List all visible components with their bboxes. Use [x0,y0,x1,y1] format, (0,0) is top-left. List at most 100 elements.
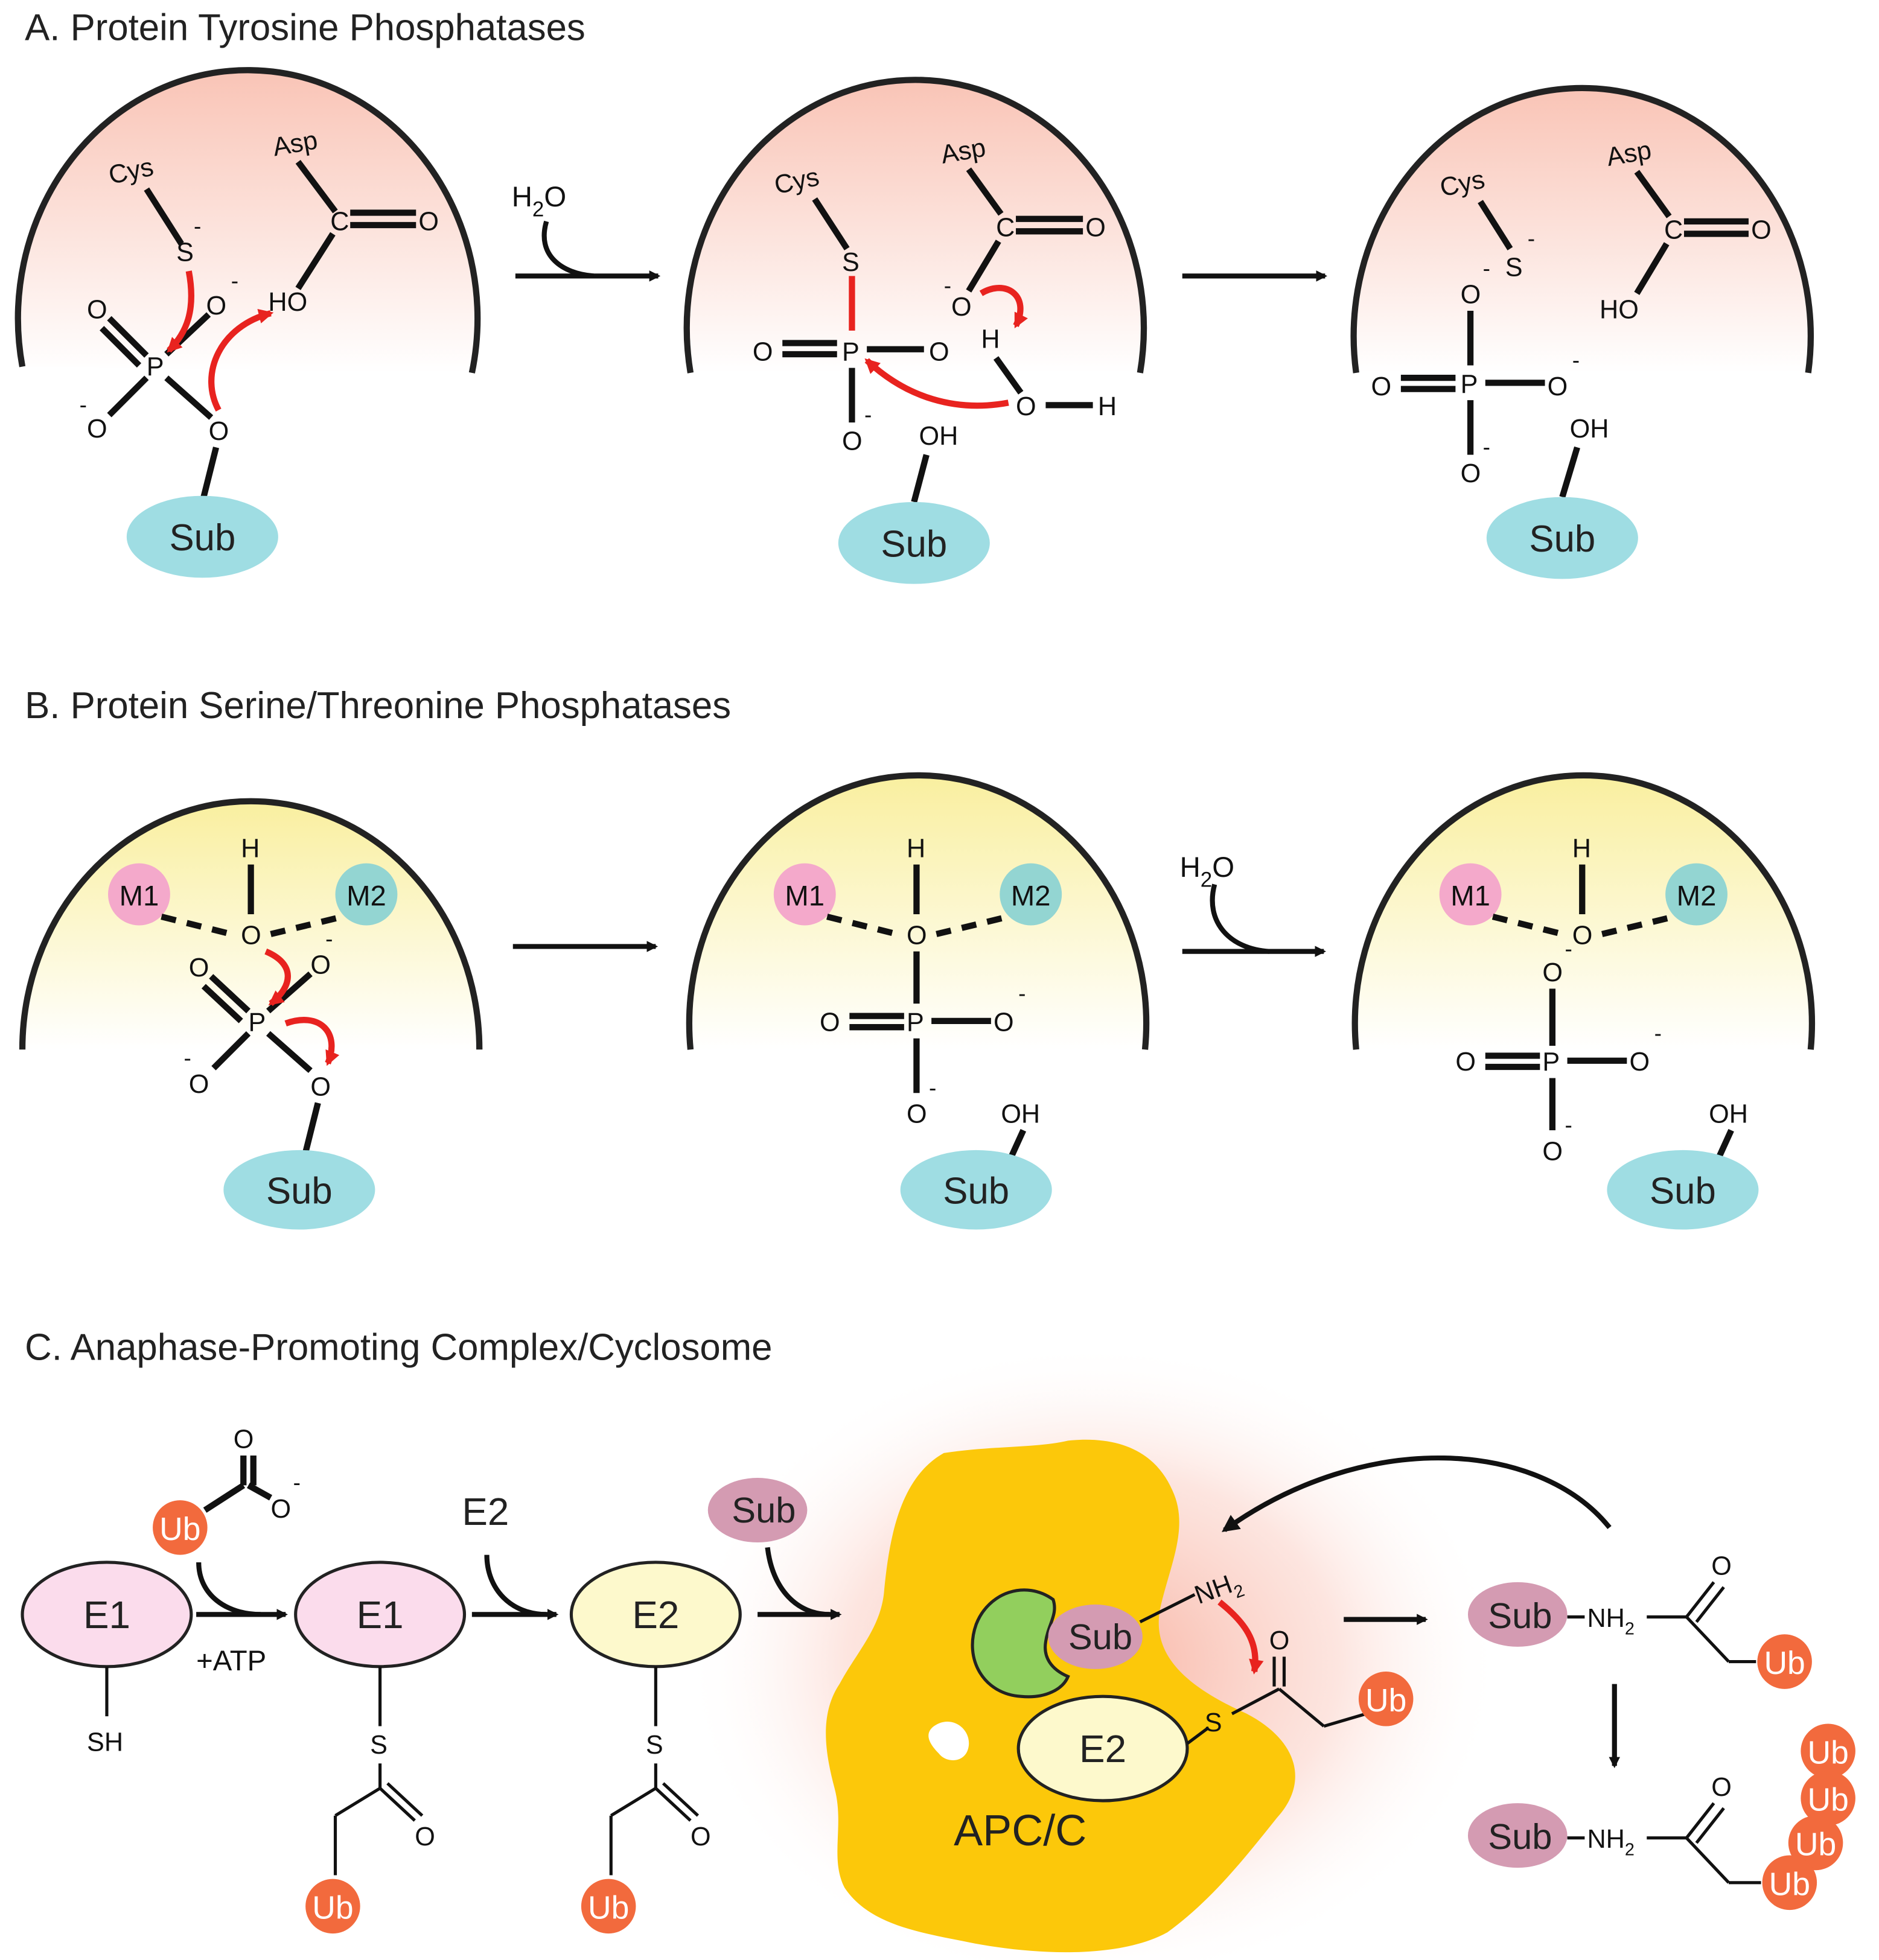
chem-label: C [330,207,349,236]
chem-label: O [691,1822,711,1851]
e1-activation-arrow: +ATP [196,1562,288,1677]
e1-enzyme: E1 SH [21,1561,193,1757]
chem-label: O [1016,392,1036,421]
chem-label: O [907,1100,927,1129]
chem-label: P [842,337,860,366]
e2-incoming-label: E2 [462,1490,509,1533]
green-subunit [971,1588,1070,1699]
chem-label: P [1542,1048,1560,1077]
chem-label: O [189,1070,209,1099]
chem-label: Sub [943,1170,1009,1212]
chem-label: - [293,1470,301,1495]
chem-label: - [1572,348,1580,373]
chem-label: - [1565,1112,1572,1138]
water-label: H2O [512,181,566,221]
chem-label: O [1085,214,1106,243]
e2-transfer-arrow: E2 [462,1490,559,1620]
chem-label: O [1548,372,1568,401]
chem-label: - [184,1045,191,1071]
chem-label: Ub [1769,1866,1810,1902]
chem-label: H2O [1180,851,1234,891]
chem-label: O [310,1072,331,1101]
metal-1-label: M1 [120,880,159,912]
sulfur-atom: S [176,238,194,267]
chem-label: Ub [1365,1683,1406,1719]
metal-2-label: M2 [346,880,386,912]
chem-label: O [209,417,229,446]
chem-label: P [249,1008,266,1037]
chem-label: O [1542,1137,1563,1166]
chem-label: O [87,415,107,444]
chem-label: C [996,214,1015,243]
chem-label: O [1461,281,1481,310]
chem-label: OH [919,422,959,451]
chem-label: HO [1600,295,1639,324]
chem-label: M2 [1011,880,1051,912]
phosphorus-atom: P [147,352,164,381]
polyubiquitinated-product: Sub NH2 O Ub Ub Ub Ub [1467,1723,1855,1911]
ser-thr-step-2-arrow: H2O [1180,851,1327,957]
chem-label: NH2 [1587,1604,1634,1638]
chem-label: O [271,1495,292,1524]
chem-label: Ub [588,1890,629,1926]
chem-label: O [820,1008,840,1037]
chem-label: Ub [1807,1782,1848,1818]
chem-label: S [1505,253,1523,282]
chem-label: O [418,207,439,236]
e2-ubiquitin-thioester: E2 S O Ub [569,1561,742,1934]
chem-label: O [1751,216,1772,245]
chem-label: - [864,402,872,427]
chem-label: M2 [1677,880,1717,912]
section-b-title: B. Protein Serine/Threonine Phosphatases [25,685,731,727]
ser-thr-state-1: H M1 M2 O P O O - O - O Sub [19,798,483,1230]
chem-label: H [981,325,1000,354]
chem-label: O [1711,1773,1732,1802]
chem-label: O [1269,1626,1290,1655]
chem-label: O [994,1008,1014,1037]
chem-label: OH [1709,1100,1748,1129]
chem-label: H [1572,834,1591,863]
chem-label: Ub [1795,1827,1836,1863]
chem-label: S [646,1731,663,1760]
chem-label: - [1528,226,1535,251]
chem-label: Sub [1529,518,1595,560]
chem-label: Sub [1650,1170,1716,1212]
chem-label: Sub [1488,1596,1552,1636]
chem-label: O [241,921,261,950]
chem-label: SH [87,1728,123,1757]
chem-label: Ub [159,1512,200,1547]
chem-label: O [415,1822,435,1851]
chem-label: - [929,1075,936,1100]
ser-thr-state-2: H M1 M2 O P O O - O - OH Sub [686,772,1150,1230]
atp-label: +ATP [196,1645,266,1677]
chem-label: H [1098,392,1117,421]
chem-label: O [1572,921,1593,950]
chem-label: - [231,268,238,293]
apc-c-label: APC/C [954,1807,1086,1855]
substrate-ellipse [126,495,278,578]
apc-c-complex: Sub NH2 E2 S O Ub APC/C [826,1439,1414,1953]
substrate-label: Sub [169,517,235,559]
chem-label: Ub [312,1890,353,1926]
chem-label: O [1371,372,1391,401]
chem-label: OH [1570,415,1609,444]
substrate-binding-arrow: Sub [707,1478,842,1620]
chem-label: O [951,293,972,322]
chem-label: - [80,392,87,418]
chem-label: S [1205,1708,1222,1737]
chem-label: S [842,248,860,277]
chem-label: Sub [881,523,947,565]
chem-label: - [1654,1020,1662,1046]
recycle-arrow [1222,1456,1612,1532]
chem-label: O [206,291,227,320]
ptp-state-2: Cys Asp S C O O - P O O O - H O H OH Sub [683,77,1147,584]
ptp-step-1-arrow: H2O [512,181,661,282]
chem-label: O [1711,1552,1732,1581]
ptp-active-site-pocket [14,67,481,374]
chem-label: P [1461,370,1478,399]
free-ubiquitin: Ub O O - [153,1425,301,1555]
apc-c-body [826,1439,1295,1953]
chem-label: C [1664,216,1683,245]
chem-label: - [1483,255,1490,281]
